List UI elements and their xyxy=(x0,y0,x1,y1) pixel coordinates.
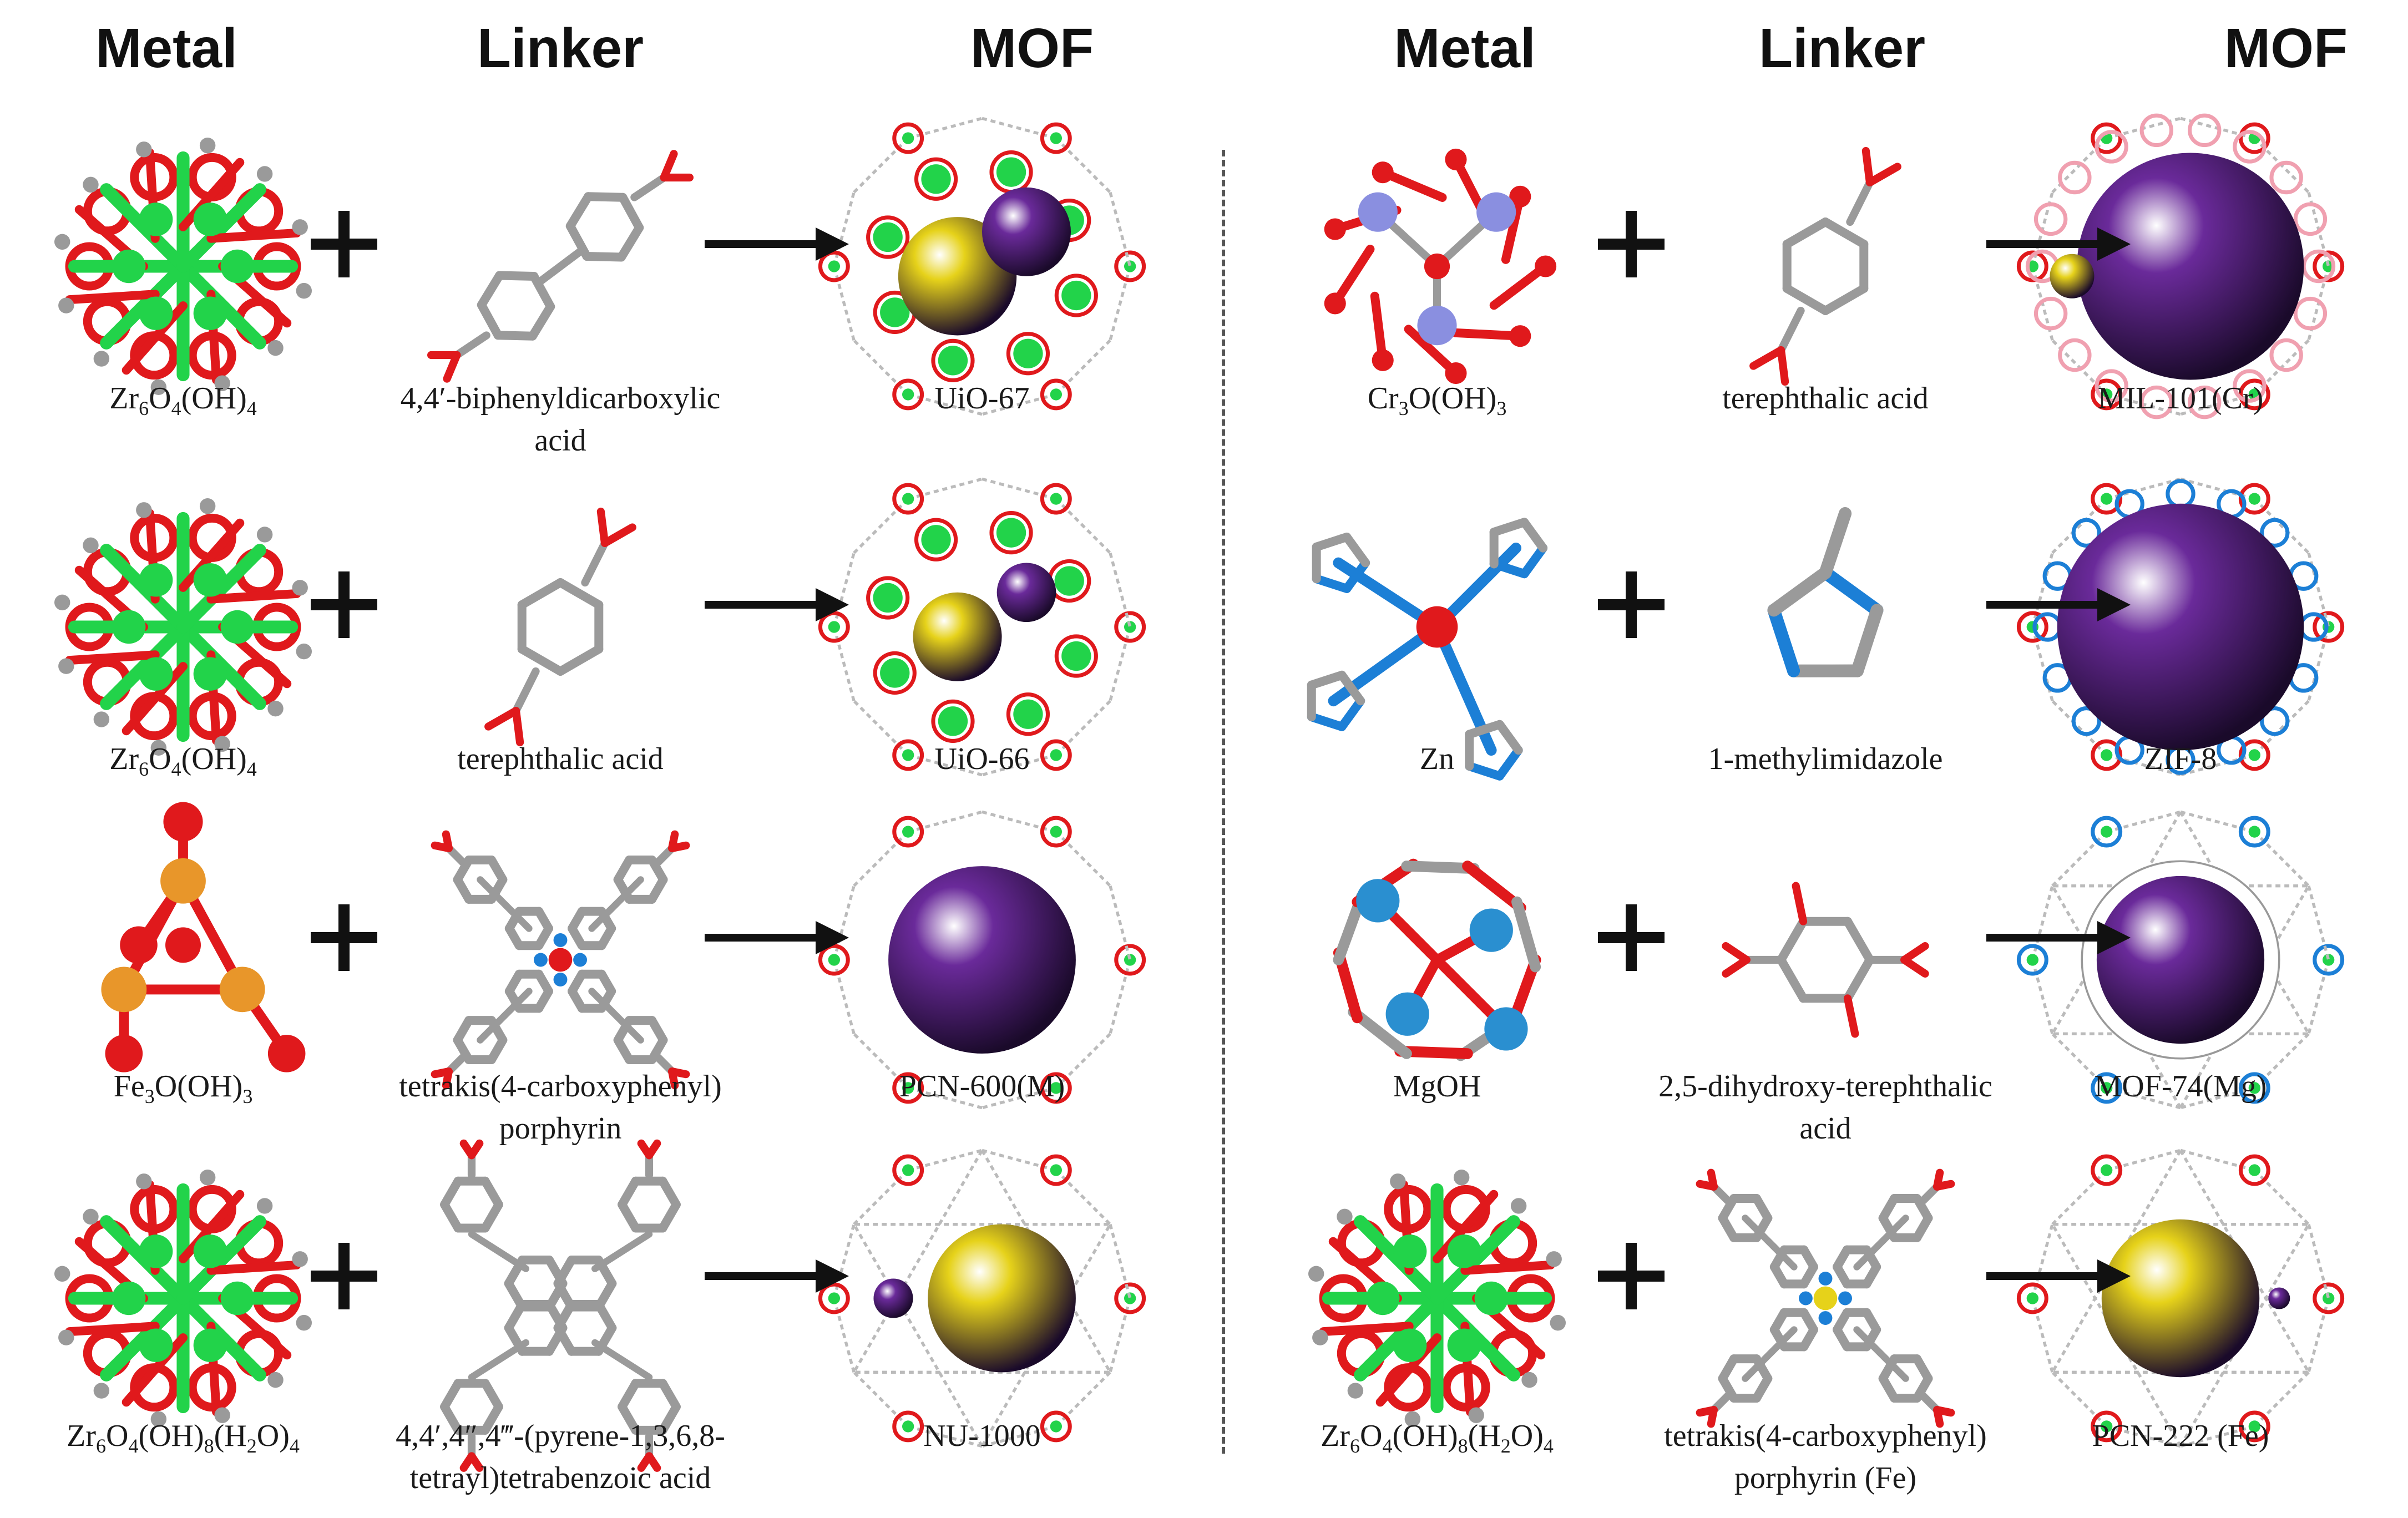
left-mof-label-4: NU-1000 xyxy=(923,1419,1041,1453)
left-mof-structure-3 xyxy=(805,782,1160,1137)
left-mof-svg-1 xyxy=(818,117,1146,416)
left-mof-label-3: PCN-600(M) xyxy=(899,1069,1065,1104)
right-metal-label-3: MgOH xyxy=(1393,1069,1481,1104)
left-linker-label-2: terephthalic acid xyxy=(457,742,664,776)
left-plus-icon-4 xyxy=(311,1243,377,1312)
header-metal-right: Metal xyxy=(1394,17,1536,79)
right-reaction-arrow-icon-4 xyxy=(1986,1257,2131,1298)
right-linker-svg-4 xyxy=(1696,1168,1955,1428)
right-plus-icon-3 xyxy=(1598,904,1665,973)
left-mof-structure-4 xyxy=(805,1121,1160,1476)
right-mof-structure-3 xyxy=(2003,782,2358,1137)
left-metal-structure-2 xyxy=(6,449,361,804)
left-linker-label-4: 4,4′,4″,4‴-(pyrene-1,3,6,8- tetrayl)tetr… xyxy=(396,1419,725,1495)
left-mof-structure-2 xyxy=(805,449,1160,804)
left-metal-label-3: Fe3O(OH)3 xyxy=(113,1069,253,1108)
right-metal-structure-3 xyxy=(1259,782,1615,1137)
left-reaction-arrow-icon-3 xyxy=(705,918,849,959)
right-mof-label-1: MIL-101(Cr) xyxy=(2097,381,2264,416)
left-linker-svg-3 xyxy=(431,830,690,1090)
right-linker-structure-3 xyxy=(1648,782,2003,1137)
right-mof-label-2: ZIF-8 xyxy=(2144,742,2217,776)
right-linker-svg-3 xyxy=(1722,882,1929,1038)
left-linker-label-3: tetrakis(4-carboxyphenyl) porphyrin xyxy=(399,1069,722,1146)
right-metal-svg-2 xyxy=(1307,518,1548,781)
right-metal-label-1: Cr3O(OH)3 xyxy=(1367,381,1507,420)
left-metal-structure-1 xyxy=(6,89,361,444)
right-metal-svg-1 xyxy=(1324,148,1557,384)
left-plus-icon-1 xyxy=(311,211,377,280)
header-linker-right: Linker xyxy=(1758,17,1926,79)
left-linker-structure-4 xyxy=(383,1121,738,1476)
left-mof-label-1: UiO-67 xyxy=(934,381,1030,416)
left-mof-svg-3 xyxy=(818,810,1146,1110)
left-metal-svg-1 xyxy=(54,137,312,396)
left-mof-svg-4 xyxy=(818,1147,1146,1450)
left-plus-icon-3 xyxy=(311,904,377,973)
right-plus-icon-1 xyxy=(1598,211,1665,280)
right-metal-svg-3 xyxy=(1333,858,1541,1061)
header-linker-left: Linker xyxy=(477,17,644,79)
right-mof-label-3: MOF-74(Mg) xyxy=(2094,1069,2267,1104)
right-mof-svg-1 xyxy=(2016,113,2345,419)
left-metal-svg-3 xyxy=(101,802,306,1072)
right-metal-svg-4 xyxy=(1308,1169,1566,1428)
left-linker-structure-2 xyxy=(383,449,738,804)
right-reaction-arrow-icon-3 xyxy=(1986,918,2131,959)
left-metal-svg-2 xyxy=(54,498,312,756)
header-metal-left: Metal xyxy=(95,17,237,79)
right-plus-icon-4 xyxy=(1598,1243,1665,1312)
left-metal-svg-4 xyxy=(54,1169,312,1428)
left-linker-label-1: 4,4′-biphenyldicarboxylic acid xyxy=(400,381,721,458)
right-mof-structure-2 xyxy=(2003,449,2358,804)
left-linker-svg-1 xyxy=(427,150,694,383)
left-metal-structure-3 xyxy=(6,782,361,1137)
left-metal-label-1: Zr6O4(OH)4 xyxy=(109,381,257,420)
right-linker-label-4: tetrakis(4-carboxyphenyl) porphyrin (Fe) xyxy=(1664,1419,1987,1495)
right-mof-structure-1 xyxy=(2003,89,2358,444)
left-mof-label-2: UiO-66 xyxy=(934,742,1030,776)
left-metal-label-2: Zr6O4(OH)4 xyxy=(109,742,257,781)
left-metal-structure-4 xyxy=(6,1121,361,1476)
right-linker-svg-2 xyxy=(1767,507,1884,677)
right-metal-label-2: Zn xyxy=(1419,742,1455,776)
left-mof-svg-2 xyxy=(818,477,1146,777)
left-reaction-arrow-icon-1 xyxy=(705,225,849,266)
left-linker-svg-2 xyxy=(484,507,636,747)
right-linker-structure-1 xyxy=(1648,89,2003,444)
right-linker-structure-4 xyxy=(1648,1121,2003,1476)
left-reaction-arrow-icon-2 xyxy=(705,585,849,626)
right-linker-label-2: 1-methylimidazole xyxy=(1708,742,1943,776)
right-metal-structure-1 xyxy=(1259,89,1615,444)
header-mof-left: MOF xyxy=(970,17,1094,79)
left-linker-structure-3 xyxy=(383,782,738,1137)
right-mof-svg-4 xyxy=(2016,1147,2345,1450)
right-metal-structure-4 xyxy=(1259,1121,1615,1476)
right-mof-label-4: PCN-222 (Fe) xyxy=(2092,1419,2269,1453)
header-mof-right: MOF xyxy=(2224,17,2348,79)
right-metal-structure-2 xyxy=(1259,449,1615,804)
right-metal-label-4: Zr6O4(OH)8(H2O)4 xyxy=(1321,1419,1554,1458)
left-metal-label-4: Zr6O4(OH)8(H2O)4 xyxy=(67,1419,300,1458)
right-mof-svg-3 xyxy=(2016,808,2345,1111)
panel-divider xyxy=(1222,150,1225,1454)
left-reaction-arrow-icon-4 xyxy=(705,1257,849,1298)
right-mof-structure-4 xyxy=(2003,1121,2358,1476)
right-mof-svg-2 xyxy=(2016,477,2345,777)
right-linker-label-3: 2,5-dihydroxy-terephthalic acid xyxy=(1658,1069,1992,1146)
right-reaction-arrow-icon-1 xyxy=(1986,225,2131,266)
right-plus-icon-2 xyxy=(1598,571,1665,640)
left-linker-svg-4 xyxy=(440,1139,681,1472)
left-linker-structure-1 xyxy=(383,89,738,444)
left-mof-structure-1 xyxy=(805,89,1160,444)
right-linker-svg-1 xyxy=(1749,146,1901,386)
left-plus-icon-2 xyxy=(311,571,377,640)
right-reaction-arrow-icon-2 xyxy=(1986,585,2131,626)
right-linker-structure-2 xyxy=(1648,449,2003,804)
right-linker-label-1: terephthalic acid xyxy=(1722,381,1929,416)
